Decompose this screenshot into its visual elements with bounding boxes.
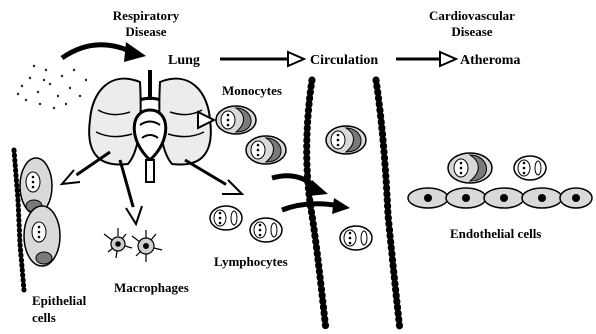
lymphocytes-label: Lymphocytes — [214, 254, 288, 269]
respiratory-disease-title-line1: Respiratory — [113, 8, 180, 23]
endothelial-layer — [408, 188, 592, 208]
epithelial-label-line1: Epithelial — [32, 293, 87, 308]
lymphocyte-cell — [210, 206, 242, 230]
cardiovascular-disease-title-line2: Disease — [451, 24, 492, 39]
epithelial-label-line2: cells — [32, 310, 56, 325]
arrow-to-epithelial — [62, 152, 110, 184]
epithelial-cell — [24, 206, 60, 266]
lymphocyte-cell — [250, 218, 282, 242]
arrow-to-macrophages — [120, 160, 142, 224]
macrophage-cell — [132, 230, 162, 262]
monocyte-cell — [326, 126, 366, 154]
macrophages-label: Macrophages — [114, 280, 189, 295]
atheroma-label: Atheroma — [460, 53, 520, 68]
lymphocyte-cell — [340, 226, 372, 250]
monocyte-cell — [448, 153, 492, 183]
inhalation-arrow — [62, 42, 146, 62]
monocytes-label: Monocytes — [222, 83, 282, 98]
epithelial-cell — [20, 158, 52, 214]
vessel-wall-right — [376, 80, 400, 330]
macrophage-cell — [104, 228, 132, 258]
arrow-to-lymphocytes — [185, 160, 242, 194]
arrow-circulation-to-atheroma — [396, 52, 456, 66]
respiratory-disease-title-line2: Disease — [125, 24, 166, 39]
particle-cloud — [17, 65, 87, 109]
cardiovascular-disease-title-line1: Cardiovascular — [429, 8, 515, 23]
lymphocyte-cell — [514, 156, 546, 180]
monocyte-cell — [246, 136, 286, 164]
endothelial-label: Endothelial cells — [450, 226, 541, 241]
arrow-lung-to-circulation — [220, 52, 304, 66]
circulation-label: Circulation — [310, 53, 378, 68]
monocyte-cell — [216, 106, 256, 134]
lung-label: Lung — [168, 53, 200, 68]
